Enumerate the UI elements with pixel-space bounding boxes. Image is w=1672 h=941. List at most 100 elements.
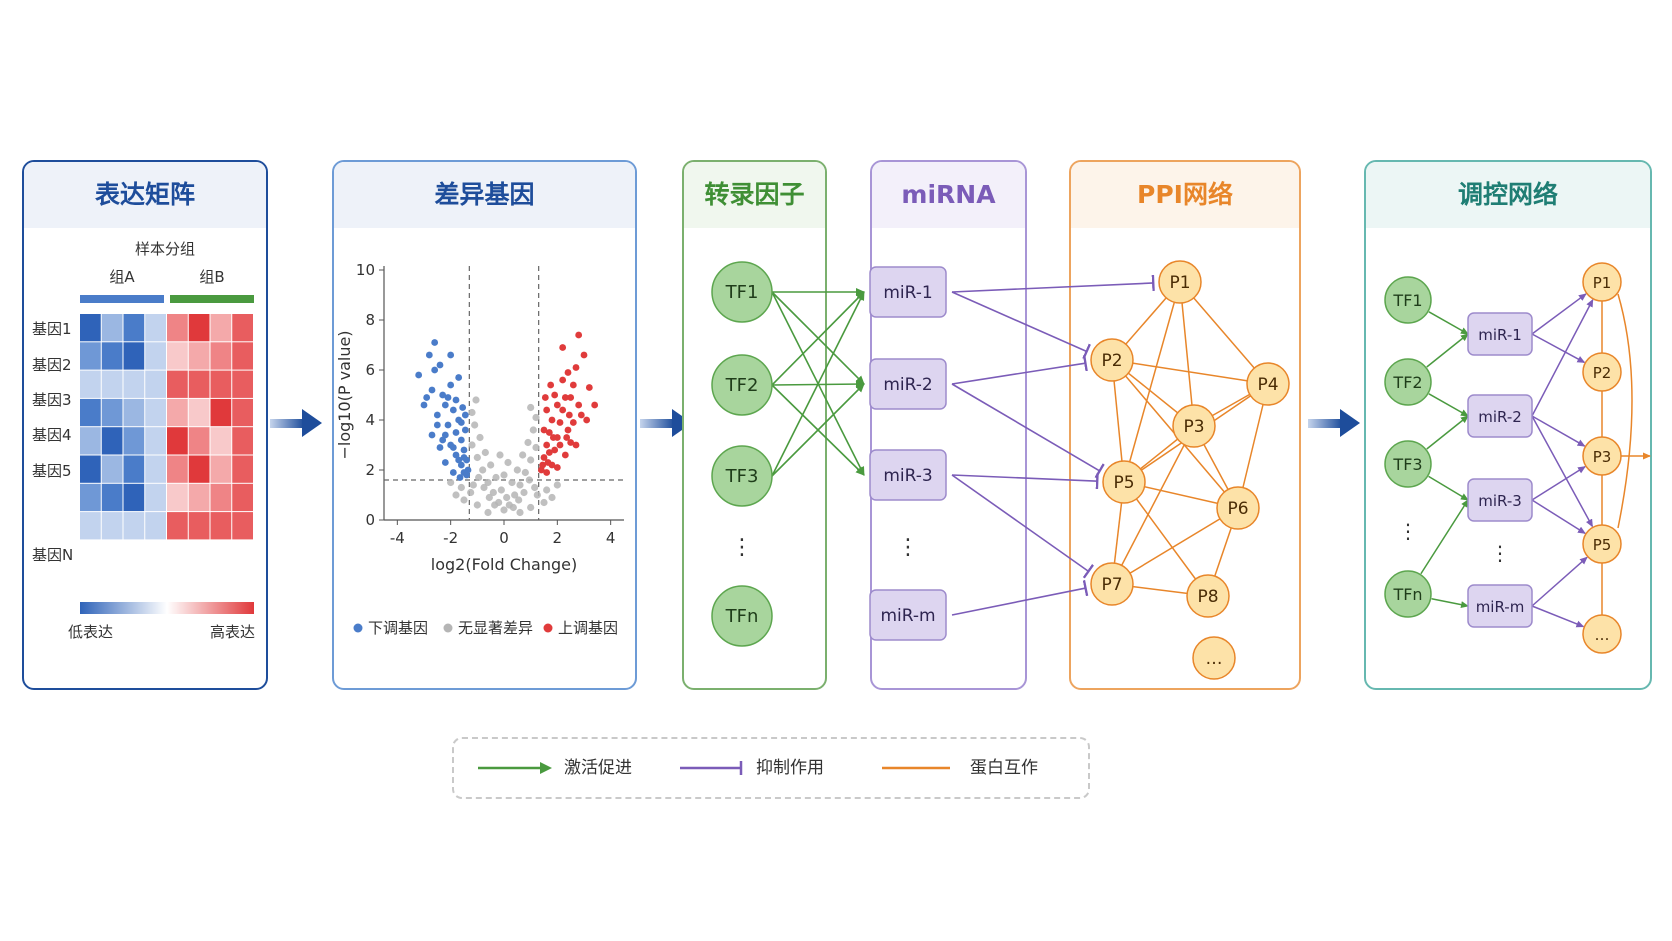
data-point [583,416,591,424]
group-b-bar [170,295,254,303]
tf-node-label: TF3 [725,466,759,487]
data-point [433,421,441,429]
regulation-edge [1531,605,1585,628]
heatmap-cell [232,483,253,512]
data-point [441,401,449,409]
mirna-node [1467,394,1533,438]
activate-arrow-icon [478,762,552,774]
heatmap-cell [123,314,145,342]
protein-node-label: P3 [1593,448,1612,466]
data-point [461,426,469,434]
mirna-node-label: miR-2 [1478,408,1522,426]
heatmap-cell [232,512,253,540]
heatmap-cell [167,455,188,483]
data-point [485,493,493,502]
mirna-node-label: miR-3 [1478,492,1522,510]
data-point [527,456,535,464]
protein-node-label: P5 [1593,536,1612,554]
heatmap-cell [123,455,145,483]
data-point [460,454,468,461]
data-point [423,394,431,401]
mirna-node-label: miR-2 [883,375,932,395]
heatmap-cell [210,342,232,370]
ppi-edge [1123,281,1181,483]
gene-label: 基因2 [32,356,72,374]
data-point [567,394,575,401]
interact-line-icon [882,766,950,770]
heatmap-cell [210,483,232,512]
data-point [459,404,467,411]
mirna-node [869,358,947,410]
data-point [449,469,457,476]
data-point [484,478,492,487]
legend-marker [443,623,453,633]
protein-node [1158,260,1202,304]
data-point [439,391,447,399]
data-point [468,408,476,417]
data-point [516,481,524,489]
activation-edge [1431,597,1469,609]
heatmap: 样本分组 组A 组B 基因1 基因2 基因3 基因4 基因5 基因N 低表达 高… [32,240,255,641]
protein-node [1090,338,1134,382]
tf-node-label: TF2 [1392,373,1422,392]
data-point [515,496,523,504]
data-point [471,421,479,429]
regulatory-network: TF1TF2TF3⋮TFnmiR-1miR-2miR-3⋮miR-mP1P2P3… [1384,262,1651,654]
data-point [455,374,463,381]
protein-node-label: P5 [1113,473,1134,493]
data-point [561,394,569,401]
data-point [457,461,465,469]
heatmap-cell [167,483,188,512]
protein-node [1102,460,1146,504]
heatmap-cell [188,512,210,540]
x-tick-label: 0 [499,529,509,547]
y-tick-label: 2 [365,461,375,479]
colorbar [80,602,254,614]
data-point [525,476,533,484]
heatmap-cell [210,455,232,483]
data-point [543,441,551,449]
data-point [452,491,460,499]
heatmap-cell [123,483,145,512]
tf-node [711,354,773,416]
data-point [439,436,447,444]
group-a-label: 组A [109,268,135,286]
activation-edge [1420,499,1469,575]
data-point [577,411,585,419]
data-point [548,493,556,502]
data-point [516,508,524,517]
heatmap-cell [167,427,188,455]
activation-edge [1426,415,1469,450]
data-point [473,453,481,462]
mirna-node [869,266,947,318]
data-point [457,419,465,426]
data-point [449,406,457,414]
data-point [572,364,580,371]
tf-node-label: TF3 [1392,455,1422,474]
activation-edge [1428,475,1469,501]
data-point [556,441,564,449]
data-point [545,449,553,456]
legend-marker [543,623,553,633]
heatmap-cell [188,398,210,427]
heatmap-cell [232,370,253,398]
data-point [544,459,552,466]
heatmap-cell [123,342,145,370]
tf-mirna-ppi-network: TF1TF2TF3⋮TFnmiR-1miR-2miR-3⋮miR-mP1P2P3… [711,260,1290,680]
data-point [575,401,583,409]
protein-node-label: P4 [1257,375,1278,395]
protein-node [1582,614,1622,654]
data-point [504,458,512,467]
data-point [431,339,439,346]
heatmap-cell [80,427,101,455]
data-point [473,501,481,509]
data-point [457,436,465,444]
colorbar-high-label: 高表达 [210,623,255,641]
inhibition-edge [951,383,1105,479]
data-point [436,444,444,451]
legend-label: 无显著差异 [458,619,533,637]
data-point [539,461,547,469]
x-tick-label: -4 [390,529,405,547]
data-point [461,411,469,419]
ellipsis-label: ⋮ [731,535,753,560]
